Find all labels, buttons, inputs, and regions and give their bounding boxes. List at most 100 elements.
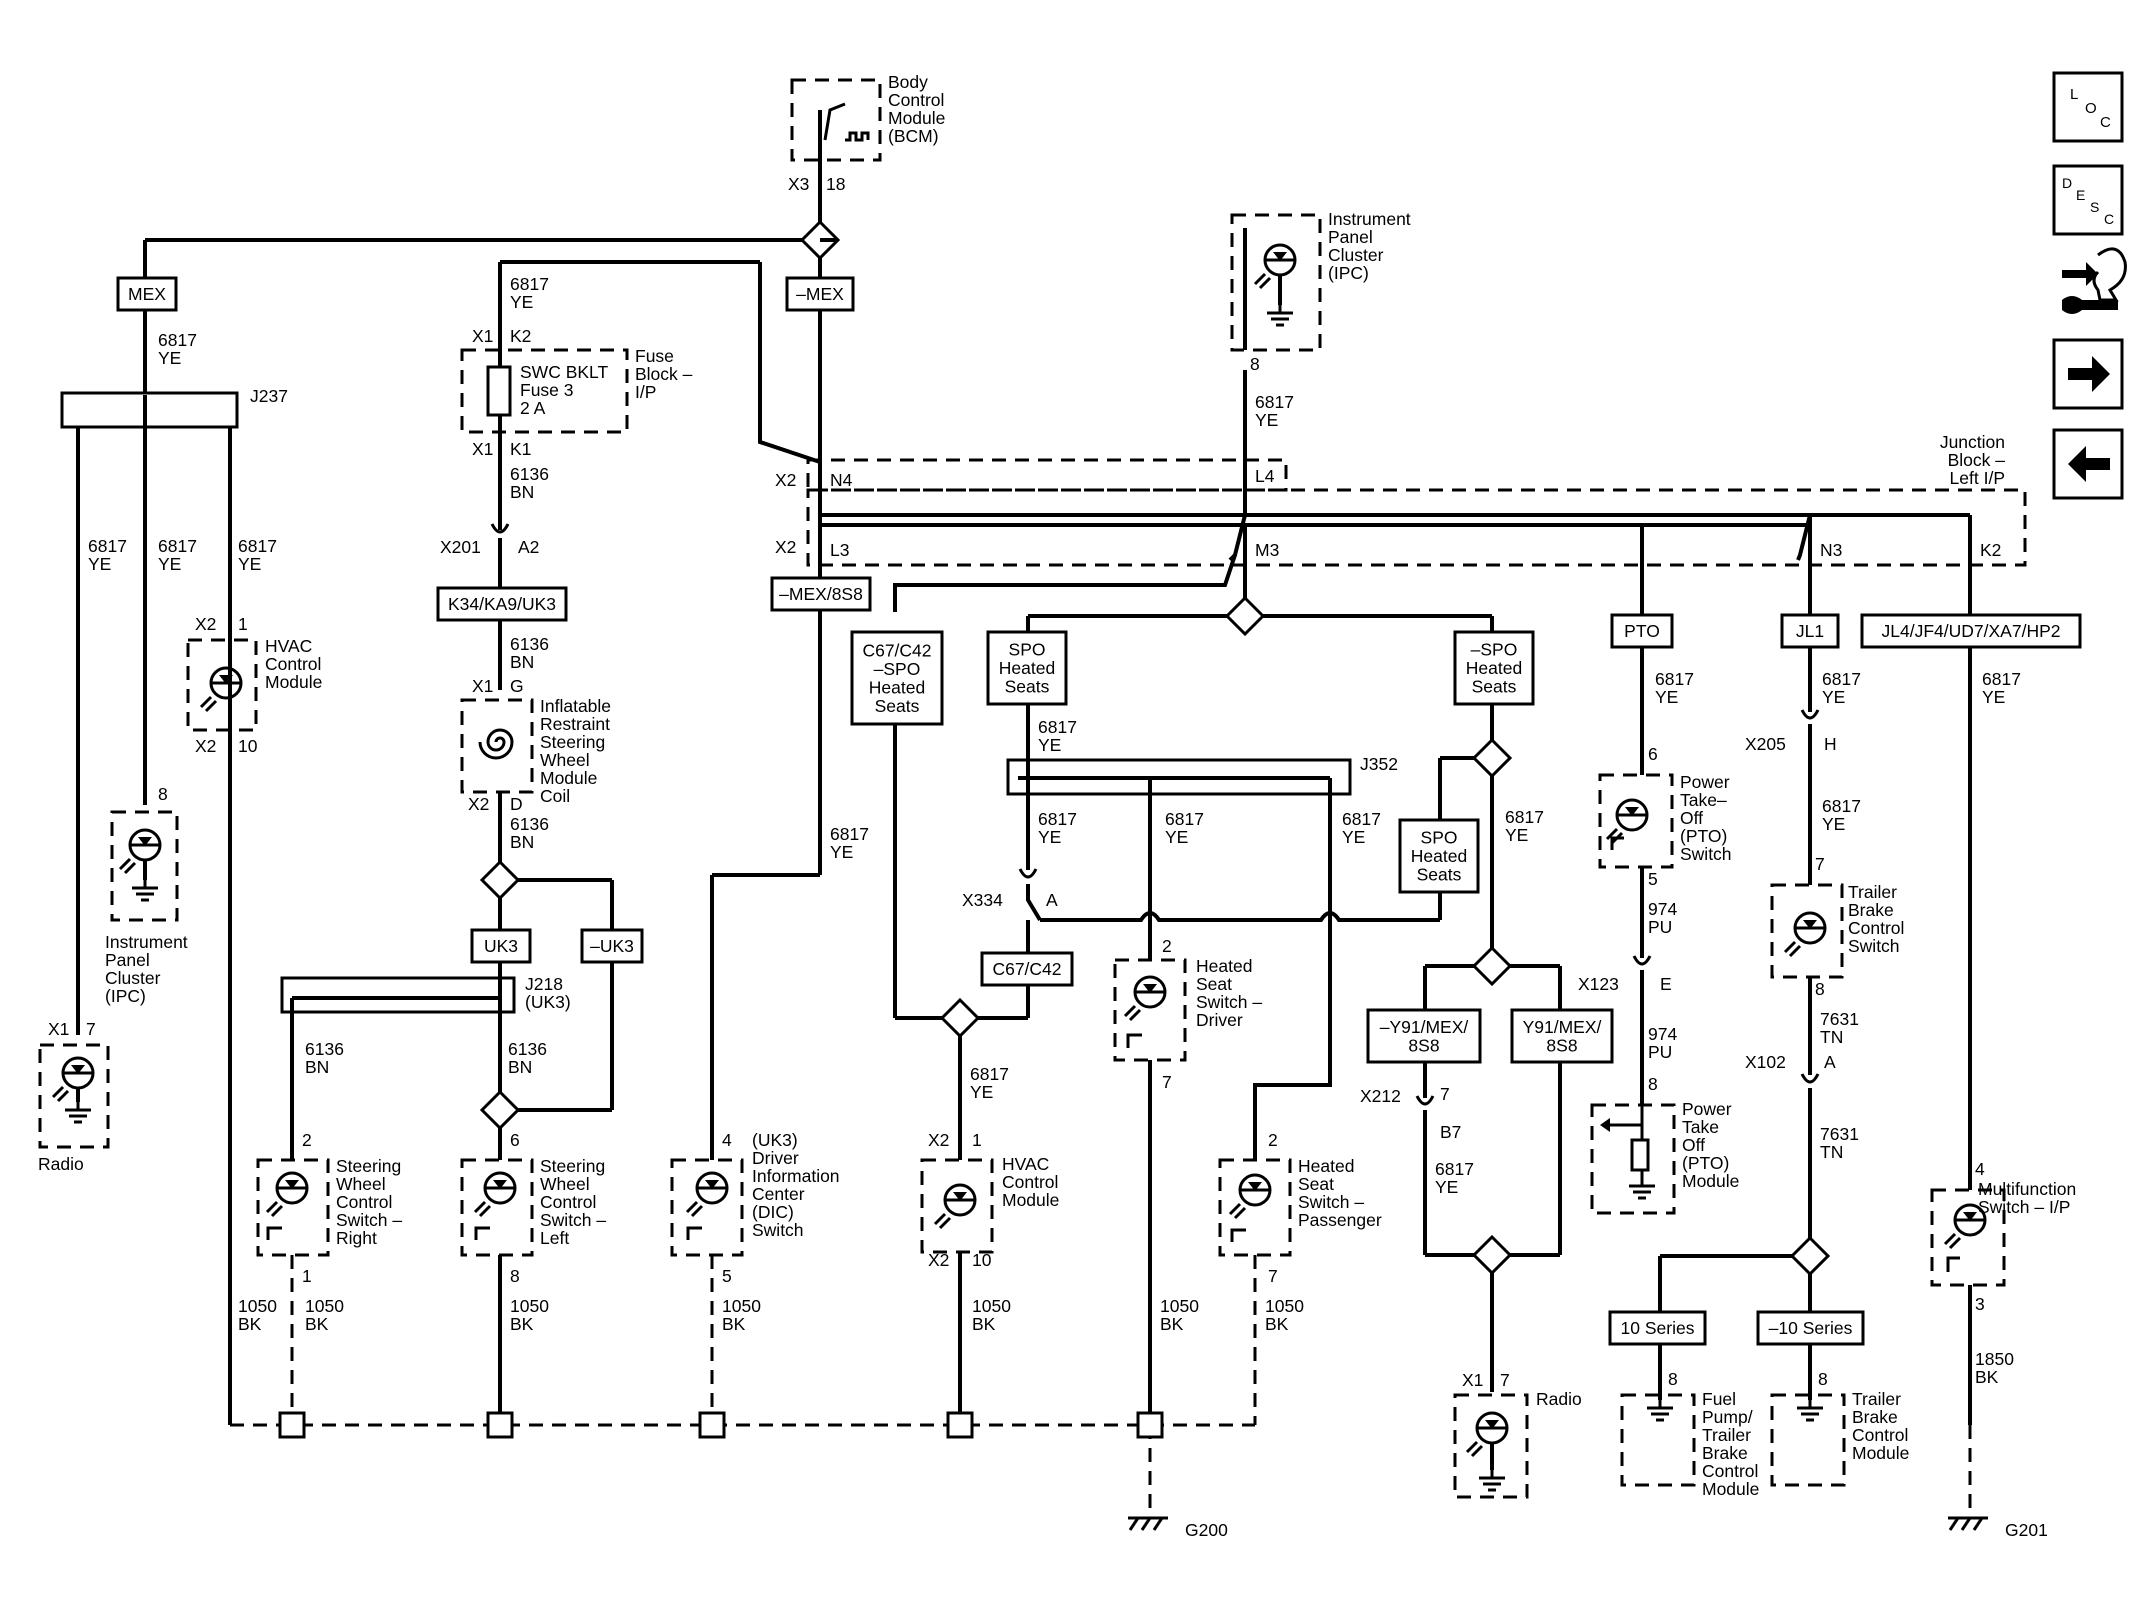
airbag-coil-outline [460,698,534,794]
label: Fuse 3 [520,380,574,400]
wire-color: YE [1822,687,1845,707]
trailer-module-outline [1770,1393,1846,1487]
loc-letter: O [2085,100,2097,117]
wire-number: 974 [1648,1024,1677,1044]
next-page-button[interactable] [2052,338,2124,410]
wire-number: 6136 [510,464,549,484]
pin-label: 7 [1268,1266,1278,1286]
connector-label: X2 [928,1130,949,1150]
clockspring-coil-icon [478,728,514,760]
pin-label: 3 [1975,1294,1985,1314]
connector-label: X2 [468,794,489,814]
label: Steering [540,732,605,752]
label: Right [336,1228,377,1248]
wire-number: 1050 [1160,1296,1199,1316]
pin-label: A [1046,890,1058,910]
pin-label: 7 [1162,1072,1172,1092]
connector-label: X2 [775,537,796,557]
x334-connector-icon [1018,868,1038,879]
wire-color: YE [88,554,111,574]
label: Module [1682,1171,1739,1191]
wrench-icon [2062,296,2118,314]
x205-connector-icon [1800,709,1820,720]
ground-splice-square [278,1411,306,1439]
seat-driver-outline [1113,958,1187,1062]
desc-button-frame [2052,164,2124,236]
wire-number: 6817 [1822,796,1861,816]
connector-label: X123 [1578,974,1619,994]
label: (UK3) [525,992,571,1012]
wire-color: BK [1160,1314,1184,1334]
pin-label: 1 [972,1130,982,1150]
prev-page-button[interactable] [2052,428,2124,500]
wire-number: 6817 [510,274,549,294]
switch-contact-icon [266,1226,282,1240]
option-jl4-frame [1860,613,2082,649]
label: JL1 [1796,621,1824,641]
pin-label: 8 [1668,1369,1678,1389]
pin-label: E [1660,974,1672,994]
label: –UK3 [590,936,634,956]
label: Cluster [1328,245,1384,265]
wire-number: 1850 [1975,1349,2014,1369]
label: Fuse [635,346,674,366]
x212-connector-icon [1415,1095,1435,1106]
label: Information [752,1166,840,1186]
pin-label: 7 [1440,1084,1450,1104]
label: Off [1682,1135,1705,1155]
ground-splice-square [946,1411,974,1439]
option-not-uk3: –UK3 [580,928,644,964]
ipc-top-ground-icon [1267,305,1293,327]
wire-number: 1050 [238,1296,277,1316]
service-tool-button[interactable] [2062,247,2127,314]
label: Heated [1411,846,1467,866]
wire-number: 6817 [1038,717,1077,737]
pin-label: K1 [510,439,531,459]
wire-color: YE [1165,827,1188,847]
label: Module [1702,1479,1759,1499]
pin-label: 5 [722,1266,732,1286]
wire-color: YE [1342,827,1365,847]
wire [758,262,821,464]
splice-j237 [60,391,239,429]
label: Steering [336,1156,401,1176]
label: C67/C42 [992,959,1061,979]
wire-color: YE [158,554,181,574]
label: Brake [1852,1407,1898,1427]
label: PTO [1624,621,1660,641]
seat-passenger-bulb-icon [1228,1173,1272,1220]
pin-label: 7 [86,1019,96,1039]
label: 8S8 [1546,1035,1577,1055]
label: Seats [875,696,920,716]
label: (UK3) [752,1130,798,1150]
loc-button[interactable]: LOC [2052,71,2124,143]
pin-label: 1 [302,1266,312,1286]
multifunction-outline [1930,1188,2006,1287]
wire-color: BN [305,1057,329,1077]
label: Instrument [1328,209,1411,229]
label: Block – [635,364,693,384]
label: Inflatable [540,696,611,716]
wire-number: 1050 [722,1296,761,1316]
label: (IPC) [105,986,146,1006]
pto-module-ground-icon [1629,1178,1655,1200]
ipc-left-bulb-icon [118,828,162,875]
desc-letter: E [2076,187,2085,203]
label: Brake [1702,1443,1748,1463]
label: Power [1682,1099,1732,1119]
label: –MEX [796,284,844,304]
label: Wheel [540,1174,590,1194]
wire-color: YE [510,292,533,312]
switch-contact-icon [1126,1033,1142,1048]
trailer-switch-bulb-icon [1783,911,1827,958]
option-y91: Y91/MEX/8S8 [1510,1008,1614,1064]
ground-splice-square [1136,1411,1164,1439]
wire-number: 6817 [238,536,277,556]
bcm-outline [790,78,882,162]
wire-color: YE [238,554,261,574]
connector-label: X201 [440,537,481,557]
label: 8S8 [1408,1035,1439,1055]
x201-connector-icon [490,523,510,534]
label: Off [1680,808,1703,828]
